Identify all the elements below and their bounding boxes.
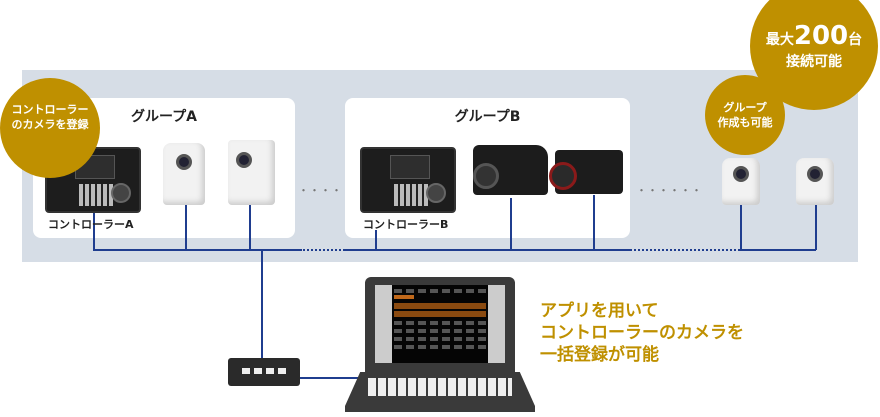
network-bus-dotted	[300, 249, 345, 251]
group-a-title: グループA	[131, 109, 197, 125]
badge-text: 最大200台	[765, 21, 863, 51]
controller-b-label: コントローラーB	[363, 218, 449, 231]
link-line	[249, 205, 251, 250]
ellipsis: ・・・・・・	[636, 184, 702, 197]
badge-text: のカメラを登録	[11, 118, 89, 131]
ptz-camera	[228, 140, 275, 205]
register-badge: コントローラー のカメラを登録	[0, 78, 100, 178]
link-line	[815, 205, 817, 250]
link-line	[300, 377, 368, 379]
controller-b	[360, 147, 456, 213]
link-line	[185, 205, 187, 250]
ptz-camera	[796, 158, 834, 205]
network-bus	[345, 249, 630, 251]
feature-note: アプリを用いて コントローラーのカメラを 一括登録が可能	[540, 300, 744, 366]
note-line: 一括登録が可能	[540, 345, 659, 365]
controller-a-label: コントローラーA	[48, 218, 134, 231]
link-line	[510, 198, 512, 250]
badge-text: グループ	[723, 101, 767, 114]
ptz-camera	[722, 158, 760, 205]
badge-text: 接続可能	[786, 54, 842, 70]
note-line: コントローラーのカメラを	[540, 323, 744, 343]
ellipsis: ・・・・	[298, 184, 342, 197]
group-b-title: グループB	[454, 109, 521, 125]
note-line: アプリを用いて	[540, 301, 659, 321]
ptz-camera	[163, 143, 205, 205]
link-line	[375, 230, 377, 250]
cinema-camera	[549, 150, 623, 194]
link-line	[93, 213, 95, 250]
group-badge: グループ 作成も可能	[705, 75, 785, 155]
network-bus	[93, 249, 300, 251]
app-window	[392, 285, 488, 363]
link-line	[593, 195, 595, 250]
network-bus-dotted	[630, 249, 740, 251]
network-switch	[228, 358, 300, 386]
badge-text: 作成も可能	[717, 116, 773, 129]
network-bus	[740, 249, 816, 251]
laptop-keyboard	[368, 378, 512, 396]
link-line	[261, 250, 263, 358]
badge-text: コントローラー	[11, 103, 89, 116]
camcorder	[473, 145, 548, 195]
link-line	[740, 205, 742, 250]
